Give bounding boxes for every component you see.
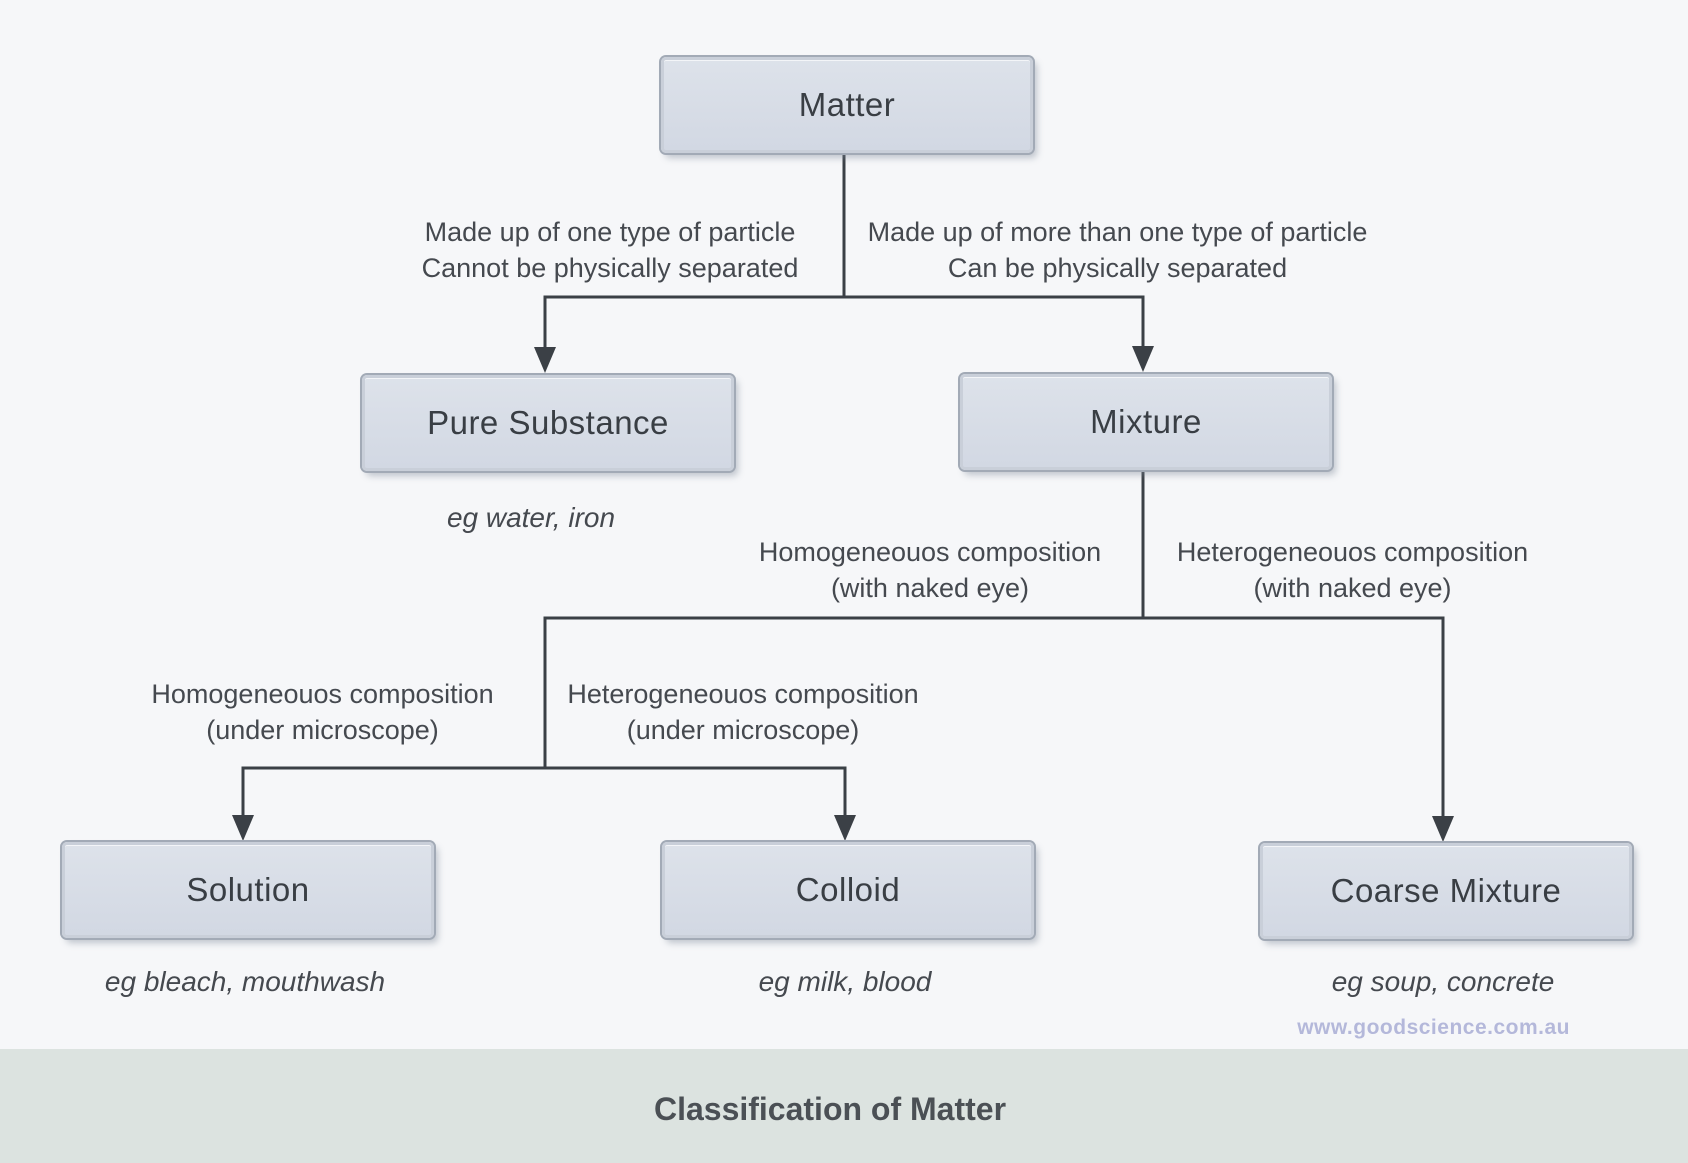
edge-label-heterogeneous-microscope: Heterogeneouos composition (under micros… [553,676,933,748]
edge-label-line: Made up of one type of particle [424,217,796,247]
node-colloid: Colloid [662,842,1034,938]
node-coarse-mixture: Coarse Mixture [1260,843,1632,939]
arrowhead-colloid [834,815,856,841]
edge-label-line: Can be physically separated [947,253,1288,283]
example-coarse-mixture: eg soup, concrete [1331,966,1555,997]
node-mixture: Mixture [960,374,1332,470]
edge-label-line: (with naked eye) [830,573,1030,603]
edge-label-homogeneous-naked-eye: Homogeneouos composition (with naked eye… [725,534,1135,606]
node-solution: Solution [62,842,434,938]
edge-label-line: (under microscope) [206,715,439,745]
edge-label-line: Homogeneouos composition [758,537,1102,567]
node-pure-substance: Pure Substance [362,375,734,471]
watermark-url: www.goodscience.com.au [1297,1016,1570,1039]
example-colloid: eg milk, blood [758,966,932,997]
node-solution-label: Solution [186,871,310,908]
node-matter: Matter [661,57,1033,153]
node-mixture-label: Mixture [1090,403,1202,440]
diagram-title: Classification of Matter [653,1091,1007,1127]
edge-label-line: Cannot be physically separated [421,253,799,283]
edge-label-line: Homogeneouos composition [151,679,494,709]
edge-label-homogeneous-microscope: Homogeneouos composition (under microsco… [120,676,525,748]
edge-label-line: (under microscope) [626,715,860,745]
arrowhead-coarse-mixture [1432,816,1454,842]
edge-label-heterogeneous-naked-eye: Heterogeneouos composition (with naked e… [1150,534,1555,606]
node-pure-substance-label: Pure Substance [427,404,669,441]
node-matter-label: Matter [798,86,896,123]
footer-bar: Classification of Matter [0,1049,1688,1163]
edge-label-line: (with naked eye) [1253,573,1452,603]
edge-label-line: Heterogeneouos composition [567,679,919,709]
edge-label-line: Heterogeneouos composition [1176,537,1529,567]
arrowhead-mixture [1132,346,1154,372]
example-pure-substance: eg water, iron [446,502,616,533]
node-colloid-label: Colloid [795,871,901,908]
edge-label-more-than-one-type: Made up of more than one type of particl… [855,214,1380,286]
edge-label-line: Made up of more than one type of particl… [867,217,1368,247]
arrowhead-pure-substance [534,347,556,373]
arrowhead-solution [232,815,254,841]
node-coarse-mixture-label: Coarse Mixture [1330,872,1562,909]
example-solution: eg bleach, mouthwash [104,966,386,997]
edge-label-one-type: Made up of one type of particle Cannot b… [390,214,830,286]
